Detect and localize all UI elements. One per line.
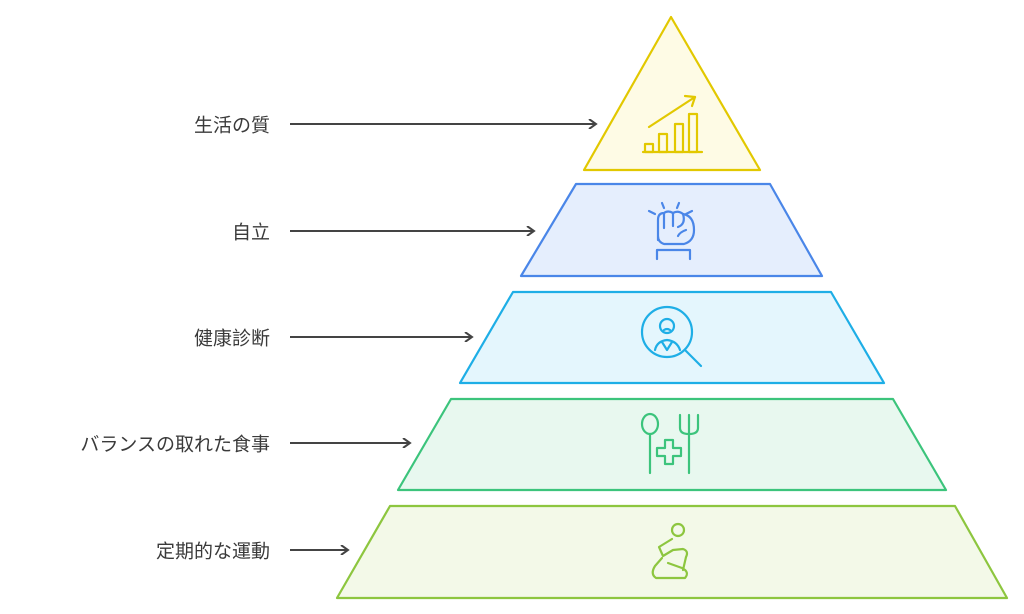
level-label-regular-exercise: 定期的な運動 bbox=[155, 540, 270, 563]
raised-fist-icon bbox=[647, 201, 696, 261]
person-search-icon bbox=[640, 305, 703, 368]
level-label-quality-of-life: 生活の質 bbox=[193, 114, 270, 137]
level-label-health-checkup: 健康診断 bbox=[193, 327, 270, 350]
growth-chart-icon bbox=[641, 94, 704, 154]
utensils-health-icon bbox=[640, 412, 700, 475]
level-2-shape bbox=[519, 182, 824, 278]
level-3-shape bbox=[458, 290, 886, 385]
level-1-shape bbox=[582, 15, 762, 172]
exercise-bike-icon bbox=[651, 522, 689, 580]
level-label-independence: 自立 bbox=[231, 221, 270, 244]
level-label-balanced-diet: バランスの取れた食事 bbox=[80, 433, 270, 456]
level-5-shape bbox=[335, 504, 1009, 600]
